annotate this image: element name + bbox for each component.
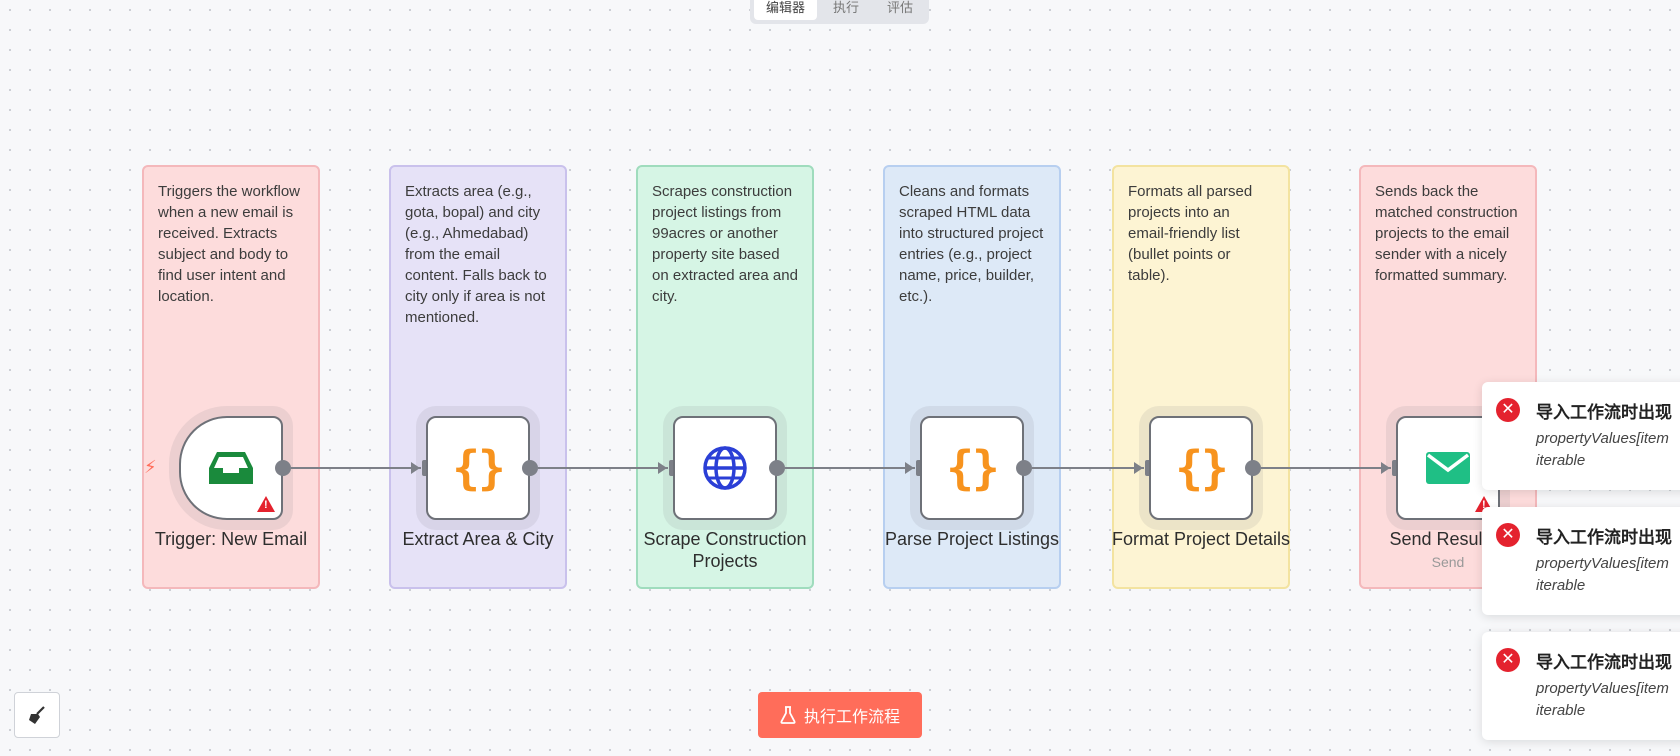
sticky-note-trigger[interactable]: Triggers the workflow when a new email i… — [142, 165, 320, 589]
node-label: Extract Area & City — [402, 529, 554, 549]
code-braces-icon: {} — [1175, 441, 1228, 495]
connection-arrow — [411, 462, 420, 474]
toast-message: propertyValues[item iterable — [1536, 428, 1669, 472]
toast-message-line: iterable — [1536, 702, 1586, 719]
toast-message: propertyValues[item iterable — [1536, 553, 1669, 597]
output-port[interactable] — [1016, 460, 1032, 476]
error-toast[interactable]: ✕ 导入工作流时出现 propertyValues[item iterable — [1482, 507, 1680, 615]
warning-icon[interactable]: ! — [257, 496, 275, 512]
error-icon: ✕ — [1496, 648, 1520, 672]
toast-message-line: propertyValues[item — [1536, 430, 1669, 447]
toast-title: 导入工作流时出现 — [1536, 653, 1672, 672]
node-label: Parse Project Listings — [884, 529, 1060, 549]
toast-message-line: propertyValues[item — [1536, 680, 1669, 697]
node-label: Scrape Construction Projects — [643, 529, 807, 571]
sticky-text: Scrapes construction project listings fr… — [652, 183, 798, 305]
error-icon: ✕ — [1496, 398, 1520, 422]
connection-arrow — [905, 462, 914, 474]
output-port[interactable] — [769, 460, 785, 476]
mail-icon — [1426, 452, 1470, 484]
sticky-note-extract[interactable]: Extracts area (e.g., gota, bopal) and ci… — [389, 165, 567, 589]
connection-arrow — [658, 462, 667, 474]
connection-edge[interactable] — [1032, 467, 1144, 469]
output-port[interactable] — [275, 460, 291, 476]
sticky-note-format[interactable]: Formats all parsed projects into an emai… — [1112, 165, 1290, 589]
node-sublabel: Send — [1431, 554, 1465, 570]
connection-edge[interactable] — [785, 467, 915, 469]
toast-title: 导入工作流时出现 — [1536, 403, 1672, 422]
globe-icon — [703, 446, 747, 490]
trigger-bolt-icon: ⚡︎ — [144, 457, 157, 477]
node-format-project-details[interactable]: {} — [1149, 416, 1253, 520]
error-toast[interactable]: ✕ 导入工作流时出现 propertyValues[item iterable — [1482, 632, 1680, 740]
output-port[interactable] — [522, 460, 538, 476]
node-extract-area-city[interactable]: {} — [426, 416, 530, 520]
flask-icon — [780, 706, 796, 724]
error-icon: ✕ — [1496, 523, 1520, 547]
error-toast[interactable]: ✕ 导入工作流时出现 propertyValues[item iterable — [1482, 382, 1680, 490]
node-label: Format Project Details — [1111, 529, 1291, 549]
node-scrape-construction-projects[interactable] — [673, 416, 777, 520]
execute-workflow-button[interactable]: 执行工作流程 — [758, 692, 922, 738]
sticky-text: Extracts area (e.g., gota, bopal) and ci… — [405, 183, 547, 326]
connection-arrow — [1381, 462, 1390, 474]
execute-workflow-label: 执行工作流程 — [803, 709, 900, 726]
node-parse-project-listings[interactable]: {} — [920, 416, 1024, 520]
output-port[interactable] — [1245, 460, 1261, 476]
sticky-text: Triggers the workflow when a new email i… — [158, 183, 300, 305]
toast-message: propertyValues[item iterable — [1536, 678, 1669, 722]
connection-edge[interactable] — [538, 467, 668, 469]
sticky-text: Sends back the matched construction proj… — [1375, 183, 1518, 284]
code-braces-icon: {} — [452, 441, 505, 495]
broom-icon — [29, 706, 45, 724]
clear-canvas-button[interactable] — [14, 692, 60, 738]
toast-message-line: propertyValues[item — [1536, 555, 1669, 572]
node-label: Send Results t — [1389, 529, 1507, 549]
connection-edge[interactable] — [1261, 467, 1391, 469]
view-tabs: 编辑器 执行 评估 — [750, 0, 930, 24]
connection-edge[interactable] — [291, 467, 421, 469]
code-braces-icon: {} — [946, 441, 999, 495]
inbox-icon — [209, 452, 253, 484]
tab-editor[interactable]: 编辑器 — [754, 0, 818, 20]
tab-executions[interactable]: 执行 — [833, 0, 860, 15]
sticky-note-scrape[interactable]: Scrapes construction project listings fr… — [636, 165, 814, 589]
node-label: Trigger: New Email — [154, 529, 308, 549]
connection-arrow — [1134, 462, 1143, 474]
sticky-note-parse[interactable]: Cleans and formats scraped HTML data int… — [883, 165, 1061, 589]
sticky-text: Cleans and formats scraped HTML data int… — [899, 183, 1044, 305]
toast-message-line: iterable — [1536, 577, 1586, 594]
sticky-text: Formats all parsed projects into an emai… — [1128, 183, 1253, 284]
toast-message-line: iterable — [1536, 452, 1586, 469]
tab-evaluations[interactable]: 评估 — [887, 0, 914, 15]
toast-title: 导入工作流时出现 — [1536, 528, 1672, 547]
